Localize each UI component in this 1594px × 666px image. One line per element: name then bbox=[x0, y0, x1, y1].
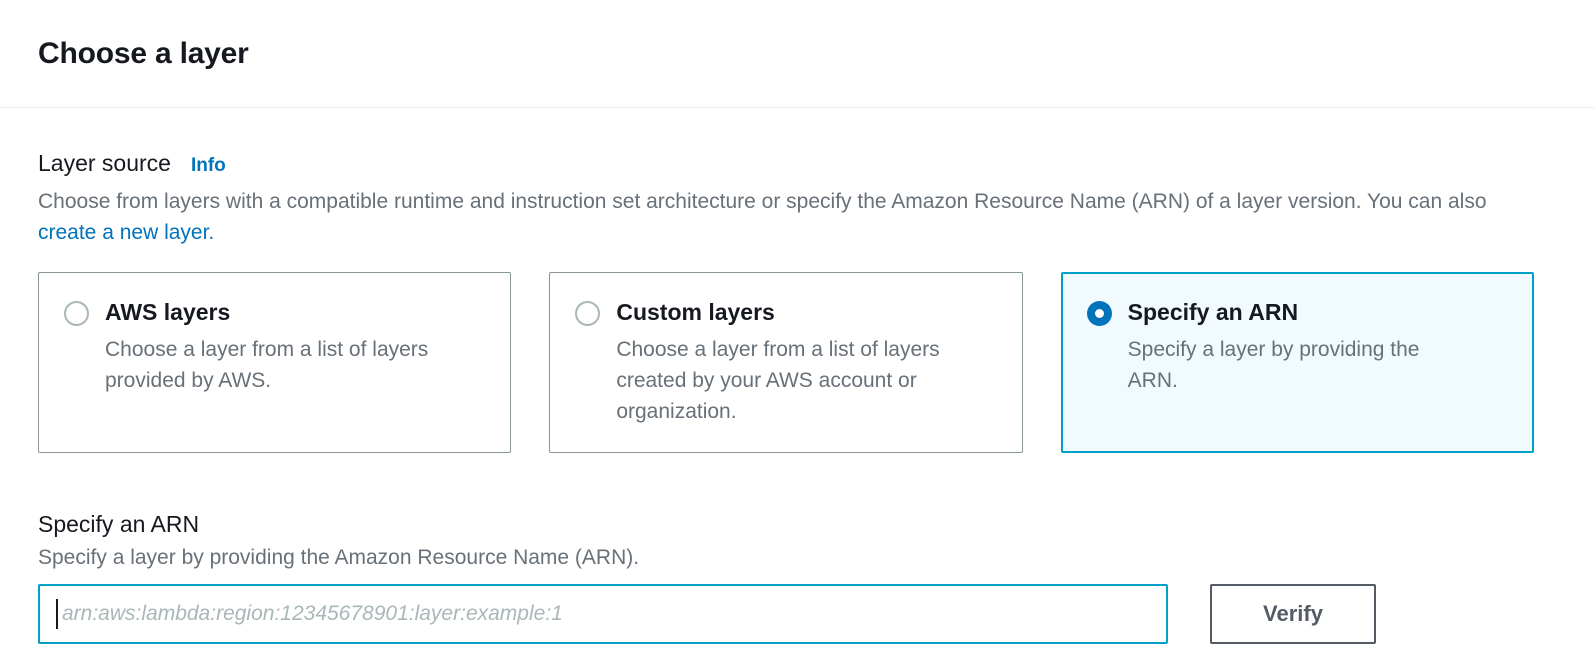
tile-description: Choose a layer from a list of layers cre… bbox=[616, 338, 940, 423]
layer-source-tiles: AWS layers Choose a layer from a list of… bbox=[38, 272, 1534, 453]
tile-title: AWS layers bbox=[105, 299, 231, 325]
create-new-layer-link[interactable]: create a new layer. bbox=[38, 221, 215, 244]
dialog-title: Choose a layer bbox=[38, 36, 249, 70]
tile-body: Custom layers Choose a layer from a list… bbox=[616, 297, 951, 427]
dialog-header: Choose a layer bbox=[0, 0, 1594, 108]
tile-body: Specify an ARN Specify a layer by provid… bbox=[1128, 297, 1463, 396]
tile-title: Specify an ARN bbox=[1127, 299, 1299, 325]
verify-button[interactable]: Verify bbox=[1210, 584, 1376, 644]
text-caret bbox=[56, 599, 58, 629]
tile-title: Custom layers bbox=[616, 299, 775, 325]
layer-source-label-row: Layer source Info bbox=[38, 150, 1534, 177]
tile-description: Specify a layer by providing the ARN. bbox=[1127, 338, 1420, 392]
arn-field-description: Specify a layer by providing the Amazon … bbox=[38, 546, 640, 569]
layer-source-description-text: Choose from layers with a compatible run… bbox=[38, 190, 1487, 213]
tile-description: Choose a layer from a list of layers pro… bbox=[105, 338, 429, 392]
arn-field-label: Specify an ARN bbox=[38, 511, 200, 537]
tile-specify-arn[interactable]: Specify an ARN Specify a layer by provid… bbox=[1060, 272, 1534, 453]
radio-checked-icon[interactable] bbox=[1086, 301, 1112, 326]
radio-unchecked-icon[interactable] bbox=[575, 301, 601, 326]
radio-unchecked-icon[interactable] bbox=[64, 301, 89, 326]
arn-input[interactable] bbox=[38, 584, 1168, 644]
layer-source-description: Choose from layers with a compatible run… bbox=[38, 186, 1508, 248]
info-link[interactable]: Info bbox=[190, 155, 226, 176]
tile-body: AWS layers Choose a layer from a list of… bbox=[105, 297, 440, 396]
layer-source-label: Layer source bbox=[38, 150, 171, 176]
dialog-content: Layer source Info Choose from layers wit… bbox=[0, 150, 1594, 644]
tile-aws-layers[interactable]: AWS layers Choose a layer from a list of… bbox=[38, 272, 512, 453]
tile-custom-layers[interactable]: Custom layers Choose a layer from a list… bbox=[549, 272, 1023, 453]
arn-input-row: Verify bbox=[38, 584, 1534, 644]
arn-input-wrapper bbox=[38, 584, 1168, 644]
